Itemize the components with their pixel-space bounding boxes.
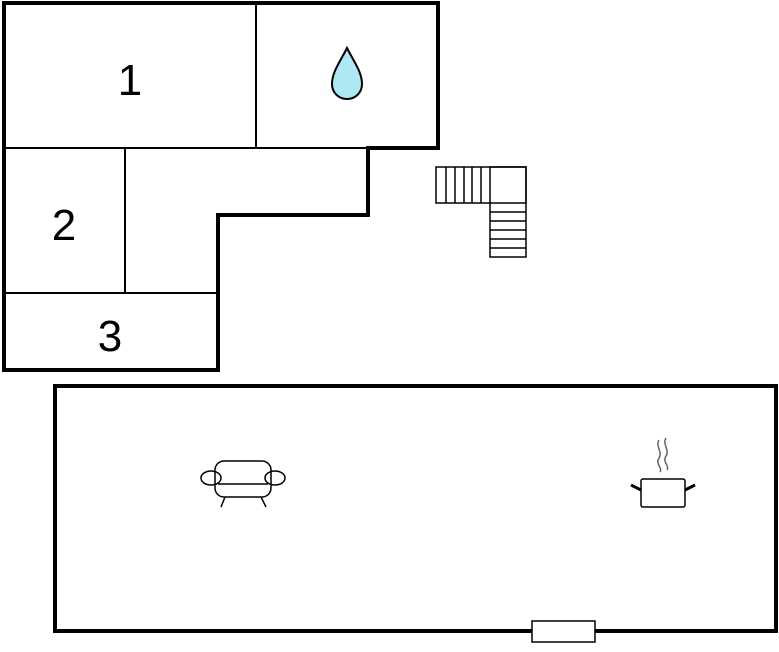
room-label-3: 3 <box>98 312 122 361</box>
water-drop-icon <box>330 45 364 101</box>
stairs-icon <box>435 166 527 258</box>
room-label-1: 1 <box>118 56 142 105</box>
window-icon <box>531 620 596 643</box>
cooking-pot-icon <box>630 437 696 508</box>
upper-building-outline <box>2 1 440 372</box>
room-label-2: 2 <box>52 201 76 250</box>
lower-building-outline <box>53 384 778 633</box>
sofa-icon <box>200 460 286 508</box>
